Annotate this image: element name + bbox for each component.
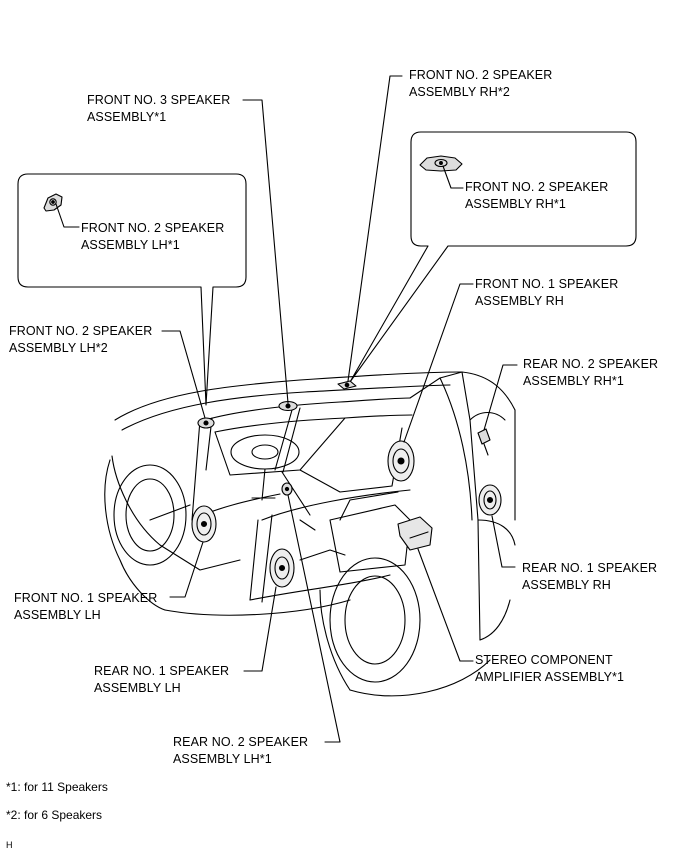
- front2-rh-speaker-icon: [419, 155, 463, 172]
- label-amplifier: STEREO COMPONENT AMPLIFIER ASSEMBLY*1: [475, 653, 625, 684]
- leader-lines: [55, 75, 518, 743]
- label-rear1-lh: REAR NO. 1 SPEAKER ASSEMBLY LH: [94, 664, 230, 695]
- rear1-lh-speaker-mark: [269, 548, 295, 588]
- label-front2-lh-1: FRONT NO. 2 SPEAKER ASSEMBLY LH*1: [81, 221, 225, 252]
- front2-rh-speaker-mark: [337, 380, 357, 390]
- vehicle-interior-drawing: [104, 371, 516, 697]
- callout-box-front2-lh: [17, 173, 247, 406]
- rear2-rh-speaker-mark: [477, 428, 491, 456]
- label-front2-lh-2: FRONT NO. 2 SPEAKER ASSEMBLY LH*2: [9, 324, 153, 355]
- corner-mark: H: [6, 840, 13, 850]
- front1-lh-speaker-mark: [191, 505, 217, 543]
- rear2-lh-speaker-mark: [281, 482, 293, 496]
- label-front2-rh-2: FRONT NO. 2 SPEAKER ASSEMBLY RH*2: [409, 68, 553, 99]
- rear1-rh-speaker-mark: [478, 484, 502, 516]
- label-front2-rh-1: FRONT NO. 2 SPEAKER ASSEMBLY RH*1: [465, 180, 609, 211]
- footnote-11-speakers: *1: for 11 Speakers: [6, 780, 108, 794]
- label-rear1-rh: REAR NO. 1 SPEAKER ASSEMBLY RH: [522, 561, 658, 592]
- callout-box-front2-rh: [349, 131, 637, 383]
- label-rear2-lh-1: REAR NO. 2 SPEAKER ASSEMBLY LH*1: [173, 735, 309, 766]
- front2-lh-speaker-mark: [197, 417, 215, 429]
- footnote-6-speakers: *2: for 6 Speakers: [6, 808, 103, 822]
- label-front1-lh: FRONT NO. 1 SPEAKER ASSEMBLY LH: [14, 591, 158, 622]
- label-front3: FRONT NO. 3 SPEAKER ASSEMBLY*1: [87, 93, 231, 124]
- front1-rh-speaker-mark: [387, 440, 415, 482]
- label-rear2-rh-1: REAR NO. 2 SPEAKER ASSEMBLY RH*1: [523, 357, 659, 388]
- amplifier-mark: [397, 516, 433, 551]
- front2-lh-speaker-icon: [43, 193, 63, 212]
- front3-speaker-mark: [278, 400, 298, 412]
- label-front1-rh: FRONT NO. 1 SPEAKER ASSEMBLY RH: [475, 277, 619, 308]
